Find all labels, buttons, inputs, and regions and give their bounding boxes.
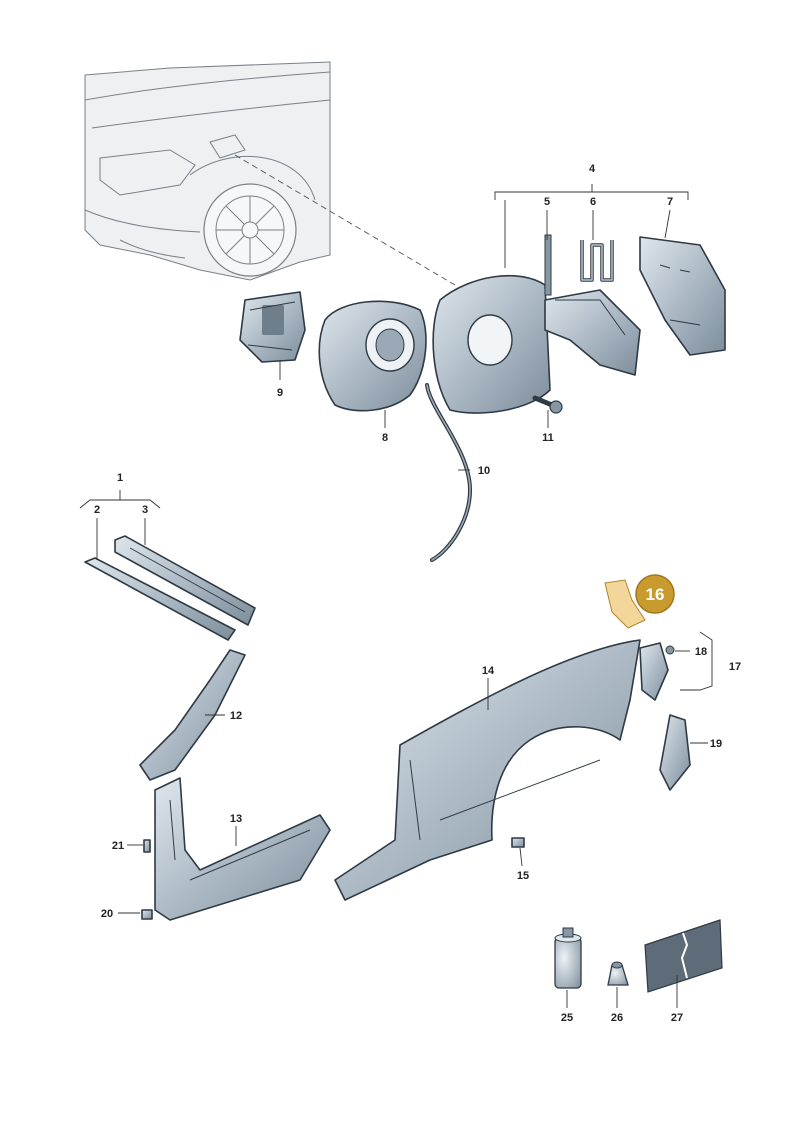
part-label-7: 7	[667, 196, 673, 208]
part-25-cylinder	[554, 927, 582, 989]
part-label-11: 11	[542, 432, 554, 444]
part-27-sheet	[644, 919, 723, 993]
part-label-5: 5	[544, 196, 550, 208]
part-19-bracket	[659, 714, 691, 791]
highlight-badge-label: 16	[646, 585, 665, 604]
part-label-3: 3	[142, 504, 148, 516]
part-10-hose	[425, 383, 473, 562]
part-label-4: 4	[589, 163, 596, 175]
part-label-12: 12	[230, 710, 242, 722]
part-26-cone	[607, 961, 629, 986]
part-label-15: 15	[517, 870, 529, 882]
part-label-1: 1	[117, 472, 123, 484]
part-14-quarter-panel	[334, 639, 641, 901]
part-9-actuator	[239, 291, 306, 363]
part-12-a-pillar	[139, 649, 246, 781]
part-8-filler-housing	[318, 300, 427, 412]
part-3-roof-rail	[114, 535, 256, 626]
leader-lines	[79, 184, 713, 1008]
part-label-20: 20	[101, 908, 113, 920]
part-label-21: 21	[112, 840, 124, 852]
reference-dashed-line	[234, 154, 456, 286]
car-rear-illustration	[84, 61, 331, 281]
part-label-27: 27	[671, 1012, 683, 1024]
part-label-9: 9	[277, 387, 283, 399]
part-label-19: 19	[710, 738, 722, 750]
highlight-badge-16[interactable]: 16	[635, 574, 675, 614]
part-label-8: 8	[382, 432, 388, 444]
part-16-highlighted	[604, 579, 646, 629]
part-7-flap-panel	[639, 236, 726, 356]
part-5-rod	[544, 234, 552, 296]
part-label-10: 10	[478, 465, 490, 477]
part-4-fuel-flap-unit	[432, 274, 641, 414]
part-18-clip	[639, 642, 675, 701]
part-6-spring-clip	[580, 240, 614, 282]
part-15-clip	[511, 837, 525, 848]
part-label-17: 17	[729, 661, 741, 673]
part-label-13: 13	[230, 813, 242, 825]
part-label-18: 18	[695, 646, 707, 658]
part-20-clip	[141, 909, 153, 920]
part-21-clip	[143, 839, 151, 853]
part-2-roof-rail	[84, 557, 236, 641]
part-label-25: 25	[561, 1012, 573, 1024]
part-label-2: 2	[94, 504, 100, 516]
part-label-26: 26	[611, 1012, 623, 1024]
highlight-badge-circle	[635, 574, 675, 614]
part-label-14: 14	[482, 665, 495, 677]
part-label-6: 6	[590, 196, 596, 208]
part-13-sill-panel	[154, 777, 331, 921]
part-11-screw	[532, 395, 563, 414]
